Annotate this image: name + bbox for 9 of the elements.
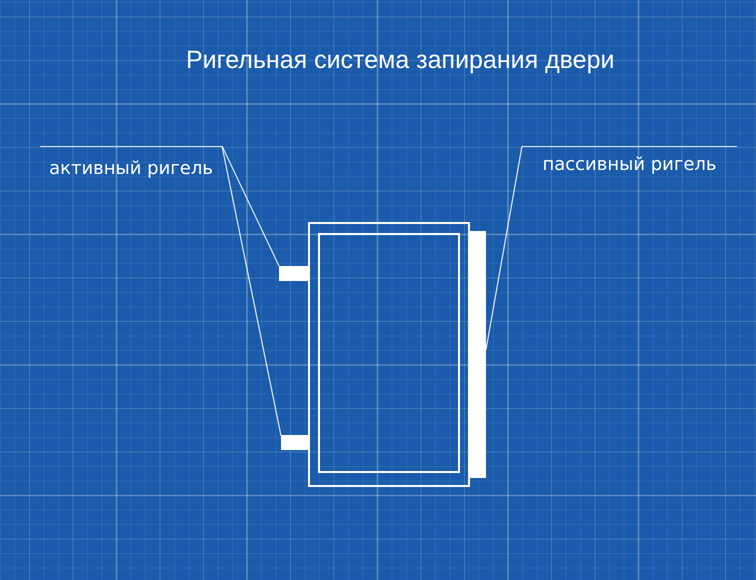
part-label: пассивный ригель (522, 146, 737, 180)
leader-line (221, 146, 282, 436)
passive-bolt (469, 231, 486, 478)
active-bolt (281, 435, 310, 450)
leader-line (221, 146, 280, 266)
active-bolt (279, 266, 310, 281)
part-label: активный ригель (40, 146, 222, 182)
diagram-title: Ригельная система запирания двери (186, 46, 614, 75)
leader-line (485, 146, 523, 350)
